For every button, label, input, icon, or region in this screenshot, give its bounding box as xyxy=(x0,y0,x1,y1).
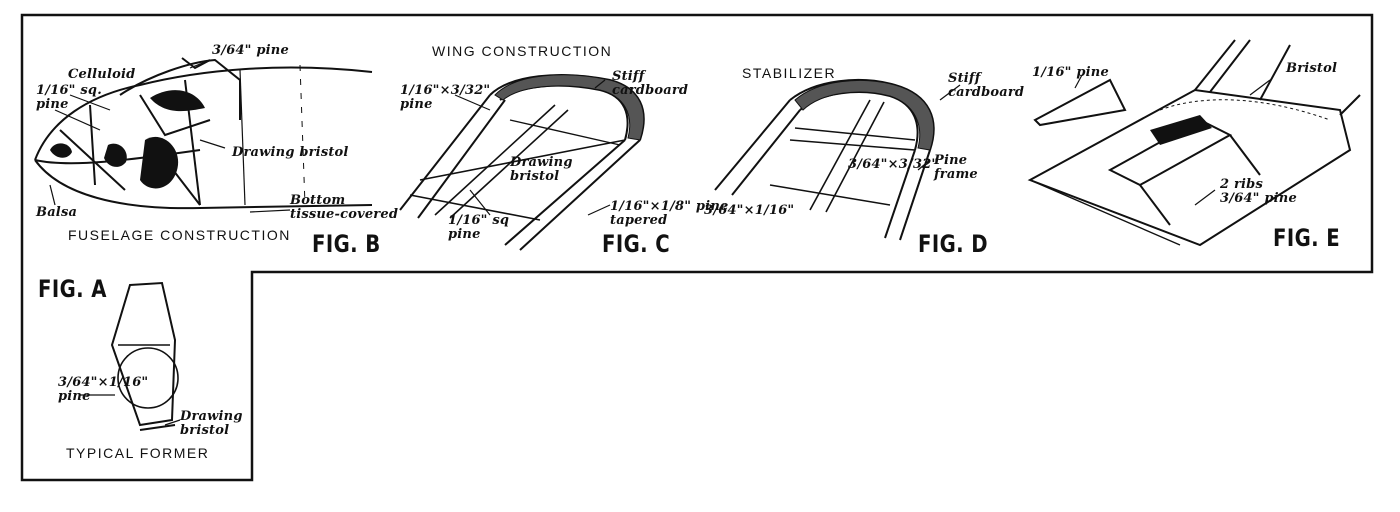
fig-e-bristol-label: Bristol xyxy=(1286,61,1338,76)
wing-sq-pine-label: 1/16" sq pine xyxy=(448,213,510,242)
panel-border xyxy=(20,13,1374,482)
typical-former-caption: TYPICAL FORMER xyxy=(66,445,210,461)
former-drawing xyxy=(110,281,179,431)
wing-stiff-cardboard-label: Stiff cardboard xyxy=(612,69,689,98)
stabilizer-caption: STABILIZER xyxy=(742,65,837,81)
former-drawing-bristol-label: Drawing bristol xyxy=(180,409,243,438)
fuselage-construction-caption: FUSELAGE CONSTRUCTION xyxy=(68,227,291,243)
stabilizer-edge-label: 3/64"×1/16" xyxy=(704,203,795,218)
fig-e-label: FIG. E xyxy=(1273,224,1341,252)
stabilizer-stiff-cardboard-label: Stiff cardboard xyxy=(948,71,1025,100)
fig-e-pine-label: 1/16" pine xyxy=(1032,65,1109,80)
fuselage-drawing-bristol-label: Drawing bristol xyxy=(232,145,349,160)
wing-tapered-label: 1/16"×1/8" pine tapered xyxy=(610,199,729,228)
leader-lines xyxy=(49,61,1271,426)
fig-e-ribs-label: 2 ribs 3/64" pine xyxy=(1220,177,1297,206)
fuselage-bottom-label: Bottom tissue-covered xyxy=(290,193,399,222)
fig-c-label: FIG. C xyxy=(602,230,671,258)
wing-pine-label: 1/16"×3/32" pine xyxy=(400,83,491,112)
fuselage-cutaways xyxy=(50,90,205,189)
fig-b-label: FIG. B xyxy=(312,230,381,258)
stabilizer-pine-frame-label: Pine frame xyxy=(934,153,978,182)
former-pine-label: 3/64"×1/16" pine xyxy=(58,375,149,404)
wing-tip-cardboard xyxy=(494,74,645,141)
fig-d-label: FIG. D xyxy=(918,230,989,258)
wing-construction-caption: WING CONSTRUCTION xyxy=(432,43,613,59)
fuselage-celluloid-label: Celluloid xyxy=(68,67,136,82)
fuselage-sq-pine-label: 1/16" sq. pine xyxy=(36,83,102,112)
fig-e-drawing xyxy=(1027,39,1361,247)
wing-drawing-bristol-label: Drawing bristol xyxy=(510,155,573,184)
fuselage-pine-top-label: 3/64" pine xyxy=(212,43,289,58)
stabilizer-spar-label: 3/64"×3/32" xyxy=(848,157,939,172)
stabilizer-tip-cardboard xyxy=(794,79,935,151)
fig-e-spar-dark xyxy=(1150,115,1212,145)
fig-a-label: FIG. A xyxy=(38,275,107,303)
fig-e-covering-edge xyxy=(1159,99,1331,121)
fuselage-balsa-label: Balsa xyxy=(36,205,78,220)
